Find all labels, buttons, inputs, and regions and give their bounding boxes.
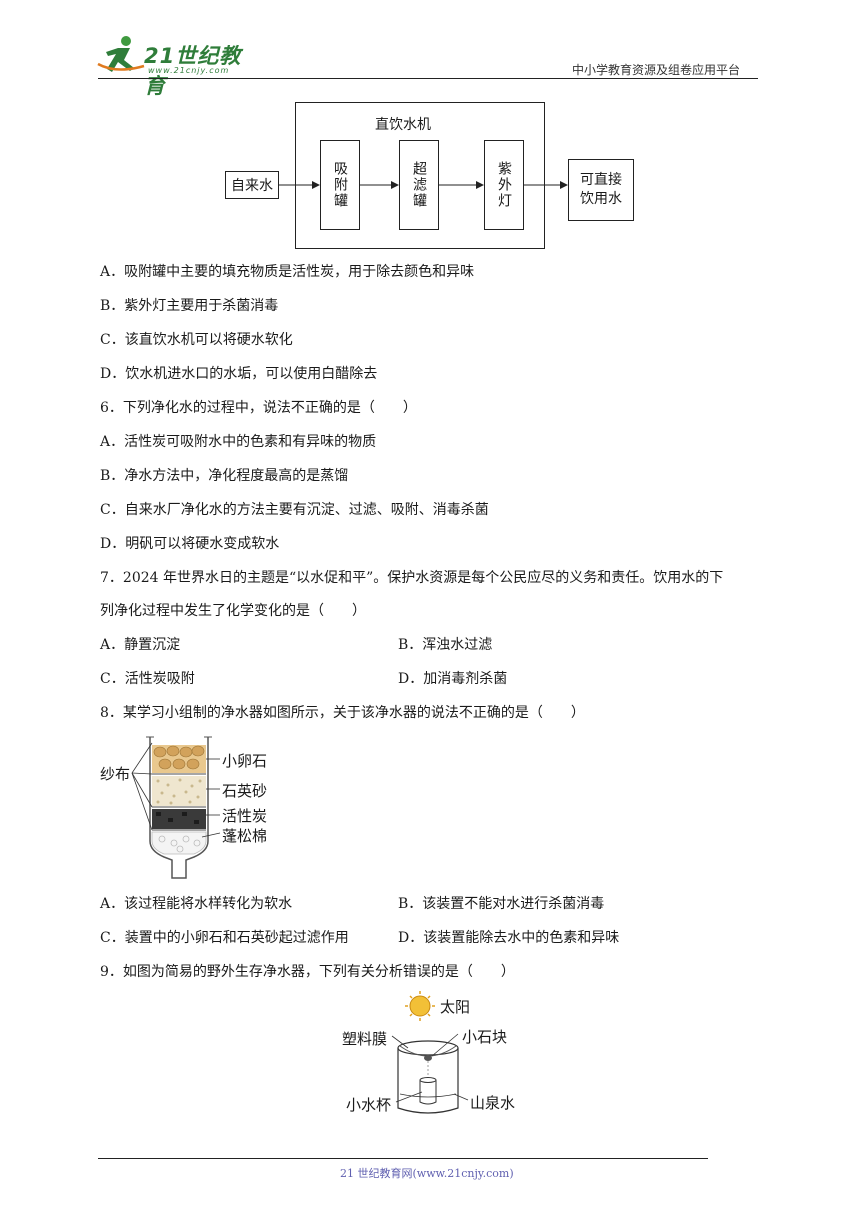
flow-arrows (279, 181, 568, 189)
cotton-label: 蓬松棉 (222, 827, 268, 845)
output-box: 可直接 饮用水 (568, 159, 634, 221)
water-filter-figure: 纱布 小卵石 石英砂 活性炭 蓬松棉 (98, 733, 288, 893)
small-cup-label: 小水杯 (346, 1096, 392, 1114)
q8-option-d: D．该装置能除去水中的色素和异味 (398, 930, 620, 946)
q5-option-b: B．紫外灯主要用于杀菌消毒 (100, 298, 279, 314)
output-line-2: 饮用水 (580, 191, 622, 207)
filter-column-drawing (131, 736, 221, 879)
q6-stem: 6．下列净化水的过程中，说法不正确的是（ ） (100, 400, 417, 416)
machine-label: 直饮水机 (375, 117, 431, 133)
uv-lamp-box: 紫外灯 (484, 140, 524, 230)
logo: 21世纪教育 www.21cnjy.com (96, 34, 261, 98)
q8-option-a: A．该过程能将水样转化为软水 (100, 896, 293, 912)
q9-stem: 9．如图为简易的野外生存净水器，下列有关分析错误的是（ ） (100, 964, 515, 980)
survival-still-figure: 太阳 塑料膜 小石块 小水杯 山泉水 (336, 990, 526, 1122)
q5-option-d: D．饮水机进水口的水垢，可以使用白醋除去 (100, 366, 378, 382)
q6-option-c: C．自来水厂净化水的方法主要有沉淀、过滤、吸附、消毒杀菌 (100, 502, 489, 518)
quartz-sand-label: 石英砂 (222, 782, 268, 800)
q8-stem: 8．某学习小组制的净水器如图所示，关于该净水器的说法不正确的是（ ） (100, 705, 585, 721)
logo-text: 21世纪教育 (144, 44, 242, 98)
q5-option-a: A．吸附罐中主要的填充物质是活性炭，用于除去颜色和异味 (100, 264, 475, 280)
q6-option-a: A．活性炭可吸附水中的色素和有异味的物质 (100, 434, 377, 450)
activated-carbon-label: 活性炭 (222, 807, 268, 825)
gauze-label: 纱布 (100, 765, 131, 783)
output-line-1: 可直接 (580, 172, 622, 188)
q6-option-d: D．明矾可以将硬水变成软水 (100, 536, 280, 552)
q7-stem-line2: 列净化过程中发生了化学变化的是（ ） (100, 603, 366, 619)
footer-text: 21 世纪教育网(www.21cnjy.com) (340, 1167, 514, 1180)
header-divider (98, 78, 758, 79)
dispenser-diagram: 直饮水机 自来水 吸附罐 超滤罐 紫外灯 可直接 饮用水 (220, 100, 640, 252)
survival-still-drawing (391, 991, 469, 1114)
adsorption-tank-box: 吸附罐 (320, 140, 360, 230)
input-box: 自来水 (225, 171, 279, 199)
ultrafiltration-tank-box: 超滤罐 (399, 140, 439, 230)
pebble-label: 小卵石 (222, 752, 268, 770)
logo-url: www.21cnjy.com (148, 66, 230, 75)
q7-option-a: A．静置沉淀 (100, 637, 181, 653)
q7-stem-line1: 7．2024 年世界水日的主题是“以水促和平”。保护水资源是每个公民应尽的义务和… (100, 570, 724, 586)
q6-option-b: B．净水方法中，净化程度最高的是蒸馏 (100, 468, 349, 484)
footer-divider (98, 1158, 708, 1159)
q7-option-d: D．加消毒剂杀菌 (398, 671, 508, 687)
sun-icon (405, 991, 435, 1021)
q5-option-c: C．该直饮水机可以将硬水软化 (100, 332, 293, 348)
header-platform-title: 中小学教育资源及组卷应用平台 (572, 63, 741, 77)
spring-water-label: 山泉水 (470, 1094, 516, 1112)
sun-label: 太阳 (440, 998, 471, 1016)
q7-option-b: B．浑浊水过滤 (398, 637, 493, 653)
q8-option-c: C．装置中的小卵石和石英砂起过滤作用 (100, 930, 349, 946)
q8-option-b: B．该装置不能对水进行杀菌消毒 (398, 896, 605, 912)
small-stone-label: 小石块 (462, 1028, 508, 1046)
q7-option-c: C．活性炭吸附 (100, 671, 195, 687)
runner-logo-icon (97, 36, 145, 72)
machine-frame (295, 102, 545, 249)
plastic-film-label: 塑料膜 (342, 1030, 388, 1048)
